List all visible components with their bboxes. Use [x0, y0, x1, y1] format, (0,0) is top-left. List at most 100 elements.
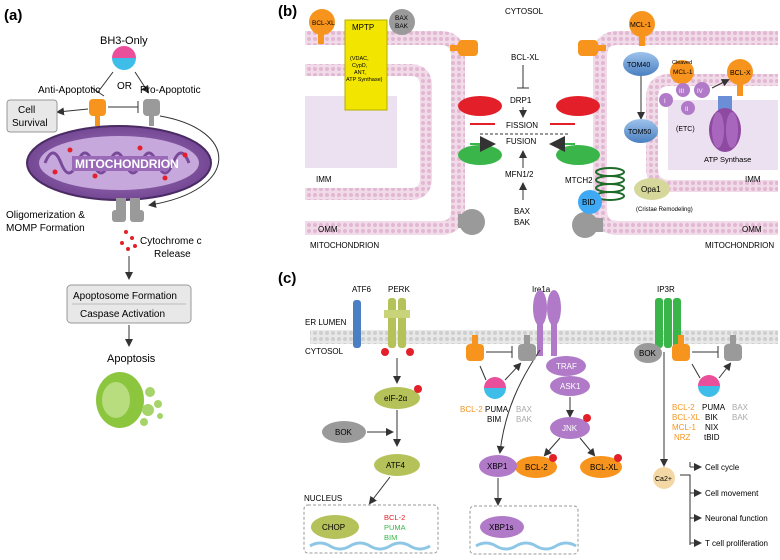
omm-label-left: OMM [318, 225, 338, 234]
fission-label: FISSION [506, 121, 538, 130]
panel-c: (c) ER LUMEN CYTOSOL ATF6 PERK eIF-2α BO… [278, 270, 778, 555]
cleaved-mcl1-label: MCL-1 [673, 69, 693, 76]
right-pro-3: NIX [705, 423, 719, 432]
cytosol-c-label: CYTOSOL [305, 347, 344, 356]
opa1-node: Opa1 [634, 178, 670, 200]
survival-label: Survival [12, 118, 48, 129]
er-lumen-label: ER LUMEN [305, 318, 347, 327]
complex-iv-label: IV [697, 89, 703, 95]
complex-iii-label: III [679, 89, 684, 95]
mcl1-label: MCL-1 [630, 22, 651, 29]
bid-node: BID [578, 190, 602, 214]
xbp1s-label: XBP1s [489, 523, 513, 532]
outcome-trunk [680, 474, 691, 545]
jnk-node: JNK [550, 414, 591, 439]
atf4-arrow [368, 476, 391, 505]
mitochondrion-label-left: MITOCHONDRION [310, 241, 379, 250]
orange-protein-left [450, 40, 478, 56]
atp-synthase-icon [709, 96, 741, 152]
ire1a-to-xbp1-arrow [496, 349, 541, 454]
pore-icon [112, 198, 144, 222]
panel-b: (b) CYTOSOL IMM OMM IMM OMM MITOCHONDRIO… [278, 3, 778, 250]
right-eff-2: BAK [732, 413, 749, 422]
chop-node: CHOP [311, 515, 359, 539]
bclxl-label-left: BCL-XL [312, 20, 335, 27]
bax-bak-node-left: BAX BAK [389, 9, 415, 35]
momp-label: MOMP Formation [6, 223, 85, 234]
cleaved-label: Cleaved [672, 60, 692, 66]
grey-protein-mid [518, 335, 536, 361]
eif-node: eIF-2α [374, 385, 422, 409]
jnk-label: JNK [562, 424, 578, 433]
complex-arrow [711, 79, 730, 89]
mptp-label: MPTP [352, 23, 374, 32]
bax-bak-node-left-bottom [458, 209, 485, 235]
apoptosis-label: Apoptosis [107, 353, 156, 365]
atf4-node: ATF4 [374, 454, 420, 476]
ip3r-icon [655, 298, 681, 348]
omm-label-right: OMM [742, 225, 762, 234]
cell-label: Cell [18, 105, 35, 116]
cell-survival-box [6, 99, 58, 133]
right-anti-1: BCL-2 [672, 403, 695, 412]
chop-target-2: PUMA [384, 523, 406, 532]
inhibit-bar [91, 87, 105, 97]
bclxl-node-c: BCL-XL [580, 454, 622, 478]
anti-apoptotic-protein-icon [89, 99, 106, 126]
mtch2-coil-icon [595, 167, 625, 201]
bh3-inhibit-right [691, 363, 701, 379]
cytosol-label: CYTOSOL [505, 7, 544, 16]
bax-bak-node-right-bottom [572, 212, 603, 238]
bok-label-right: BOK [639, 349, 657, 358]
dna-mid-icon [475, 541, 577, 551]
or-label: OR [117, 81, 132, 92]
right-pro-2: BIK [705, 413, 719, 422]
mptp-detail-4: ATP Synthase) [346, 77, 383, 83]
eif-label: eIF-2α [384, 394, 408, 403]
drp1-label: DRP1 [510, 96, 532, 105]
bok-label-left: BOK [335, 428, 353, 437]
ask1-label: ASK1 [560, 382, 581, 391]
cytochrome-c-label: Cytochrome c [140, 236, 202, 247]
mid-anti-1: BCL-2 [460, 405, 483, 414]
perk-label: PERK [388, 285, 410, 294]
xbp1s-node: XBP1s [480, 516, 524, 538]
drp1-right-icon [556, 96, 600, 116]
bh3-only-label: BH3-Only [100, 35, 148, 47]
dna-left-icon [309, 541, 431, 551]
nucleus-label: NUCLEUS [304, 494, 342, 503]
bclx-right-label: BCL-X [730, 70, 751, 77]
traf-label: TRAF [556, 362, 577, 371]
bh3-activate-right [718, 362, 732, 379]
right-anti-3: MCL-1 [672, 423, 697, 432]
fusion-label: FUSION [506, 137, 536, 146]
bax-label-left: BAX [395, 15, 409, 22]
drp1-left-icon [458, 96, 502, 116]
nucleus-box-left [303, 504, 439, 554]
mtch2-label: MTCH2 [565, 176, 593, 185]
complex-i-label: I [664, 99, 666, 105]
calcium-label: Ca2+ [655, 476, 672, 483]
anti-apoptotic-label: Anti-Apoptotic [38, 85, 100, 96]
atf6-icon [353, 300, 361, 348]
apoptotic-cell-icon [96, 372, 163, 428]
xbp1-label: XBP1 [487, 462, 508, 471]
grey-protein-right-c [724, 335, 742, 361]
right-anti-4: NRZ [674, 433, 691, 442]
orange-protein-right-c [672, 335, 690, 361]
tom50-node: TOM50 [624, 119, 658, 143]
cleaved-mcl1-node: Cleaved MCL-1 [670, 60, 694, 84]
complex-ii-label: II [685, 107, 689, 113]
mitochondrion-label: MITOCHONDRION [75, 157, 179, 171]
right-eff-1: BAX [732, 403, 749, 412]
ire1a-icon [533, 290, 561, 356]
outcome-4: T cell proliferation [705, 539, 768, 548]
xbp1-node: XBP1 [479, 455, 517, 477]
bak-center-label: BAK [514, 218, 531, 227]
bid-label: BID [582, 198, 596, 207]
mcl1-node: MCL-1 [629, 11, 655, 46]
pro-apoptotic-protein-icon [143, 99, 160, 126]
calcium-node: Ca2+ [653, 467, 675, 489]
mfn-right-icon [556, 145, 600, 165]
bclx-right-node: BCL-X [727, 59, 753, 96]
